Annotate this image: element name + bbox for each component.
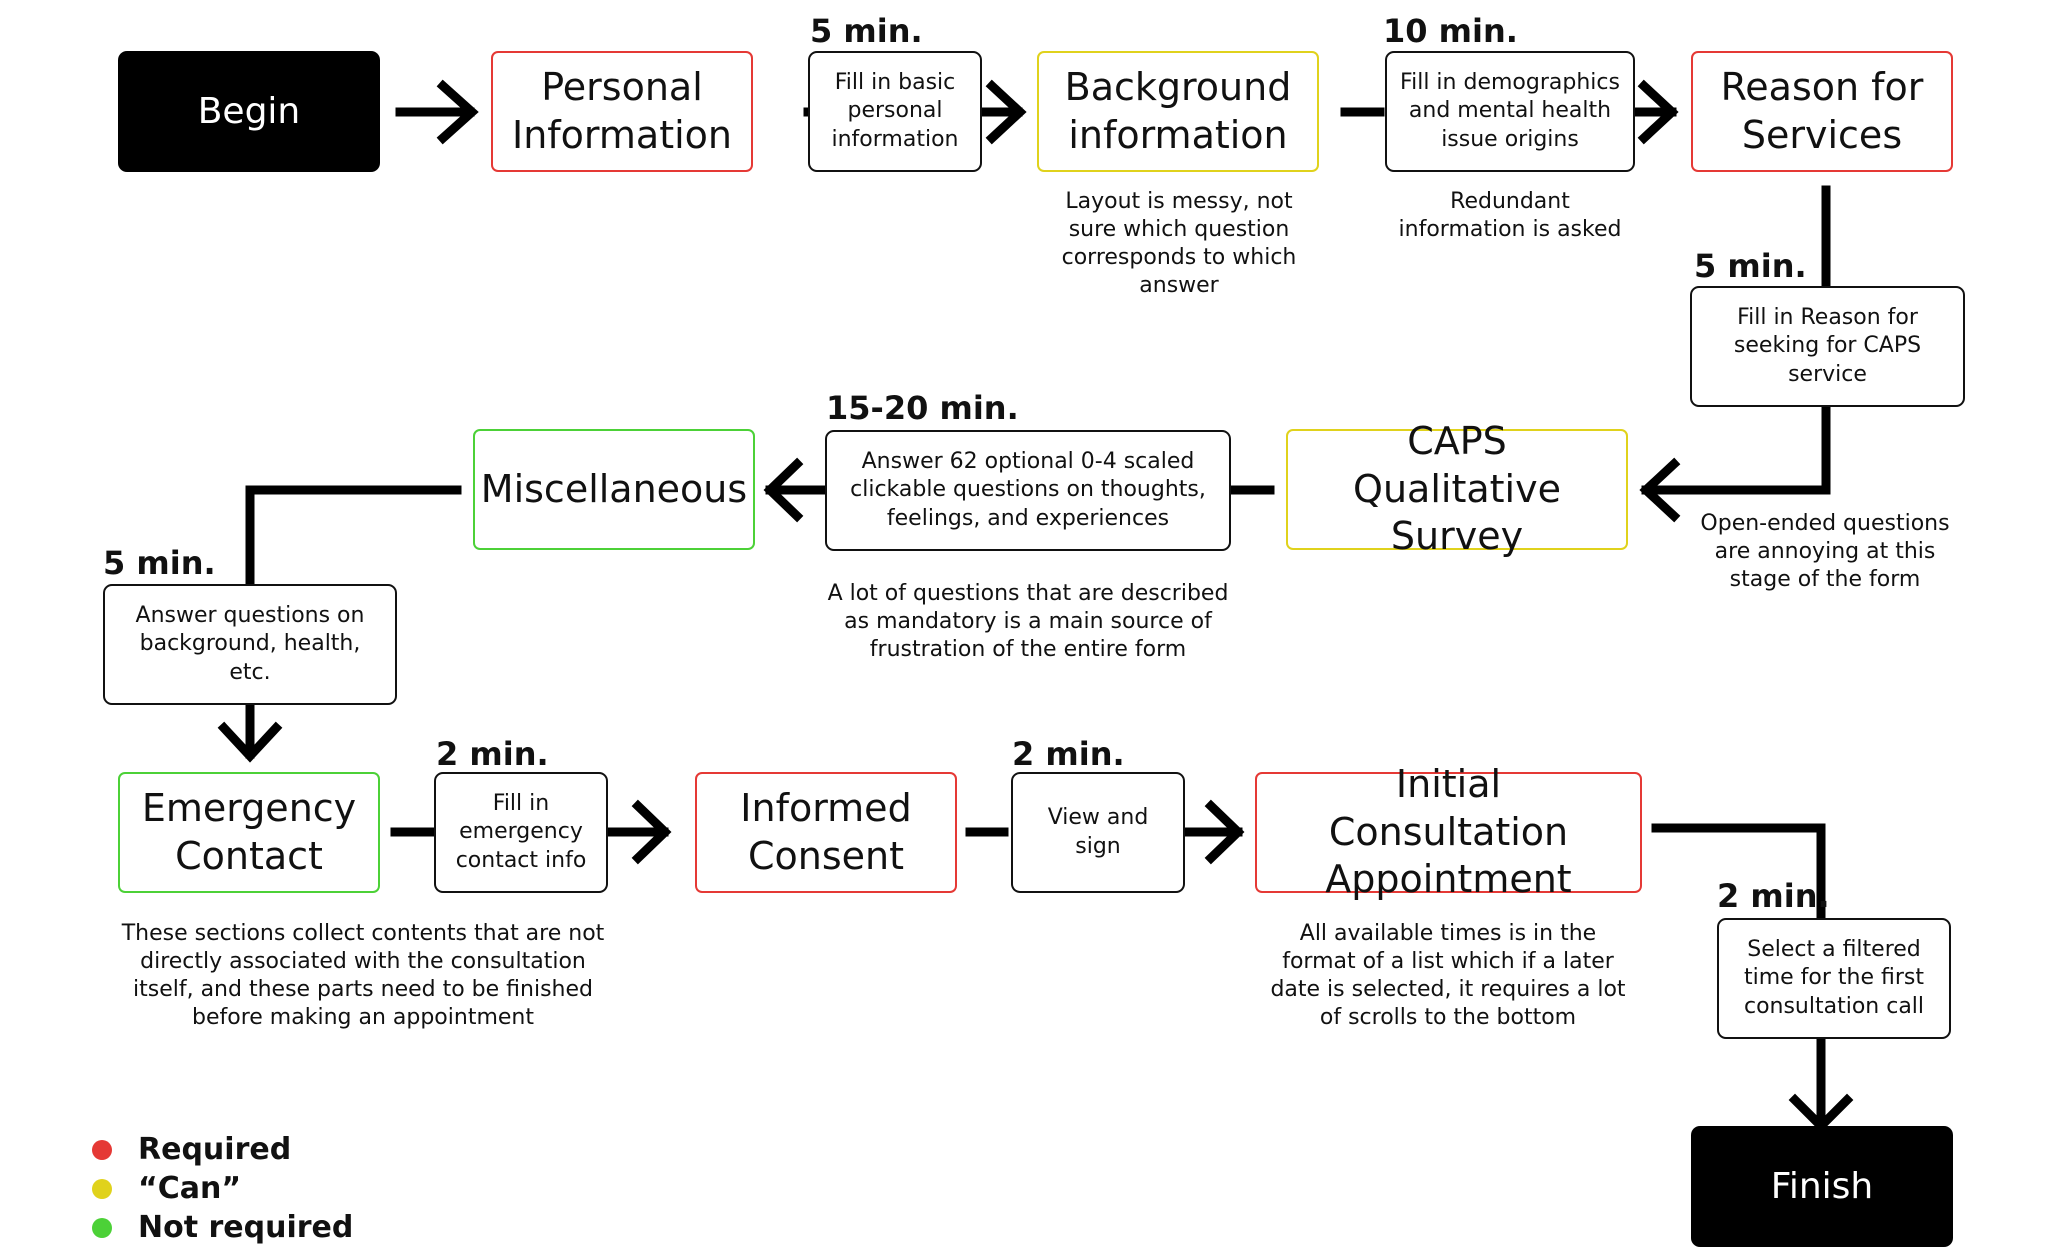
begin-node: Begin (118, 51, 380, 172)
step-select-filtered-time: Select a filtered time for the first con… (1717, 918, 1951, 1039)
step-label: Answer questions on background, health, … (135, 603, 365, 685)
connector-line (1651, 823, 1826, 921)
section-emergency-contact: Emergency Contact (118, 772, 380, 893)
note-caps: Open-ended questions are annoying at thi… (1700, 511, 1950, 593)
section-label: Miscellaneous (480, 466, 748, 511)
section-label: CAPS Qualitative Survey (1353, 419, 1561, 559)
step-label: Select a filtered time for the first con… (1743, 937, 1925, 1019)
legend-item-not-required: Not required (92, 1208, 353, 1247)
section-informed-consent: Informed Consent (695, 772, 957, 893)
step-label: View and sign (1047, 805, 1149, 859)
arrow-head-left (1639, 457, 1681, 523)
red-dot-icon (92, 1139, 112, 1160)
note-answer62: A lot of questions that are described as… (827, 581, 1229, 663)
duration-reason: 5 min. (1694, 247, 1807, 285)
step-fill-reason: Fill in Reason for seeking for CAPS serv… (1690, 286, 1965, 407)
legend: Required “Can” Not required (92, 1130, 353, 1247)
green-dot-icon (92, 1217, 112, 1238)
legend-label: Not required (138, 1210, 354, 1245)
section-caps-qualitative-survey: CAPS Qualitative Survey (1286, 419, 1628, 558)
section-personal-information: Personal Information (491, 51, 753, 172)
duration-filtered-time: 2 min. (1717, 877, 1830, 915)
legend-item-required: Required (92, 1130, 353, 1169)
arrow-head-right (631, 799, 672, 865)
note-appointment: All available times is in the format of … (1270, 921, 1626, 1031)
note-emergency: These sections collect contents that are… (121, 921, 605, 1031)
yellow-dot-icon (92, 1178, 112, 1199)
duration-basic: 5 min. (810, 12, 923, 50)
duration-answer62: 15-20 min. (826, 389, 1019, 427)
section-label: Personal Information (512, 65, 732, 157)
section-background-information: Background information (1037, 51, 1319, 172)
arrow-head-right (985, 79, 1027, 145)
step-label: Fill in Reason for seeking for CAPS serv… (1733, 305, 1922, 387)
step-fill-basic-info: Fill in basic personal information (808, 51, 982, 172)
finish-node: Finish (1691, 1126, 1953, 1247)
arrow-head-right (1637, 79, 1679, 145)
duration-background-health: 5 min. (103, 544, 216, 582)
section-reason-for-services: Reason for Services (1691, 51, 1953, 172)
step-answer-background-health: Answer questions on background, health, … (103, 584, 397, 705)
step-fill-demographics: Fill in demographics and mental health i… (1385, 51, 1635, 172)
section-label: Emergency Contact (141, 786, 357, 878)
section-label: Background information (1064, 65, 1292, 157)
arrow-head-left (763, 457, 804, 523)
section-miscellaneous: Miscellaneous (473, 429, 755, 550)
step-label: Fill in emergency contact info (455, 791, 587, 873)
step-label: Fill in demographics and mental health i… (1400, 70, 1620, 152)
section-label: Initial Consultation Appointment (1325, 762, 1572, 902)
legend-label: Required (138, 1132, 292, 1167)
arrow-head-right (1204, 799, 1245, 865)
section-label: Informed Consent (740, 786, 912, 878)
section-label: Reason for Services (1720, 65, 1924, 157)
section-initial-consultation-appointment: Initial Consultation Appointment (1255, 762, 1642, 901)
note-demographics: Redundant information is asked (1398, 189, 1622, 243)
duration-emergency: 2 min. (436, 735, 549, 773)
duration-demographics: 10 min. (1383, 12, 1518, 50)
legend-item-can: “Can” (92, 1169, 353, 1208)
step-label: Answer 62 optional 0-4 scaled clickable … (850, 449, 1206, 531)
connector-line (245, 485, 462, 587)
arrow-head-right (436, 79, 479, 145)
step-answer-62-questions: Answer 62 optional 0-4 scaled clickable … (825, 430, 1231, 551)
note-background: Layout is messy, not sure which question… (1061, 189, 1297, 299)
step-view-and-sign: View and sign (1011, 772, 1185, 893)
step-fill-emergency-contact: Fill in emergency contact info (434, 772, 608, 893)
legend-label: “Can” (138, 1171, 242, 1206)
step-label: Fill in basic personal information (831, 70, 959, 152)
arrow-head-down (217, 721, 283, 763)
duration-view-sign: 2 min. (1012, 735, 1125, 773)
connector-line (1641, 401, 1831, 495)
